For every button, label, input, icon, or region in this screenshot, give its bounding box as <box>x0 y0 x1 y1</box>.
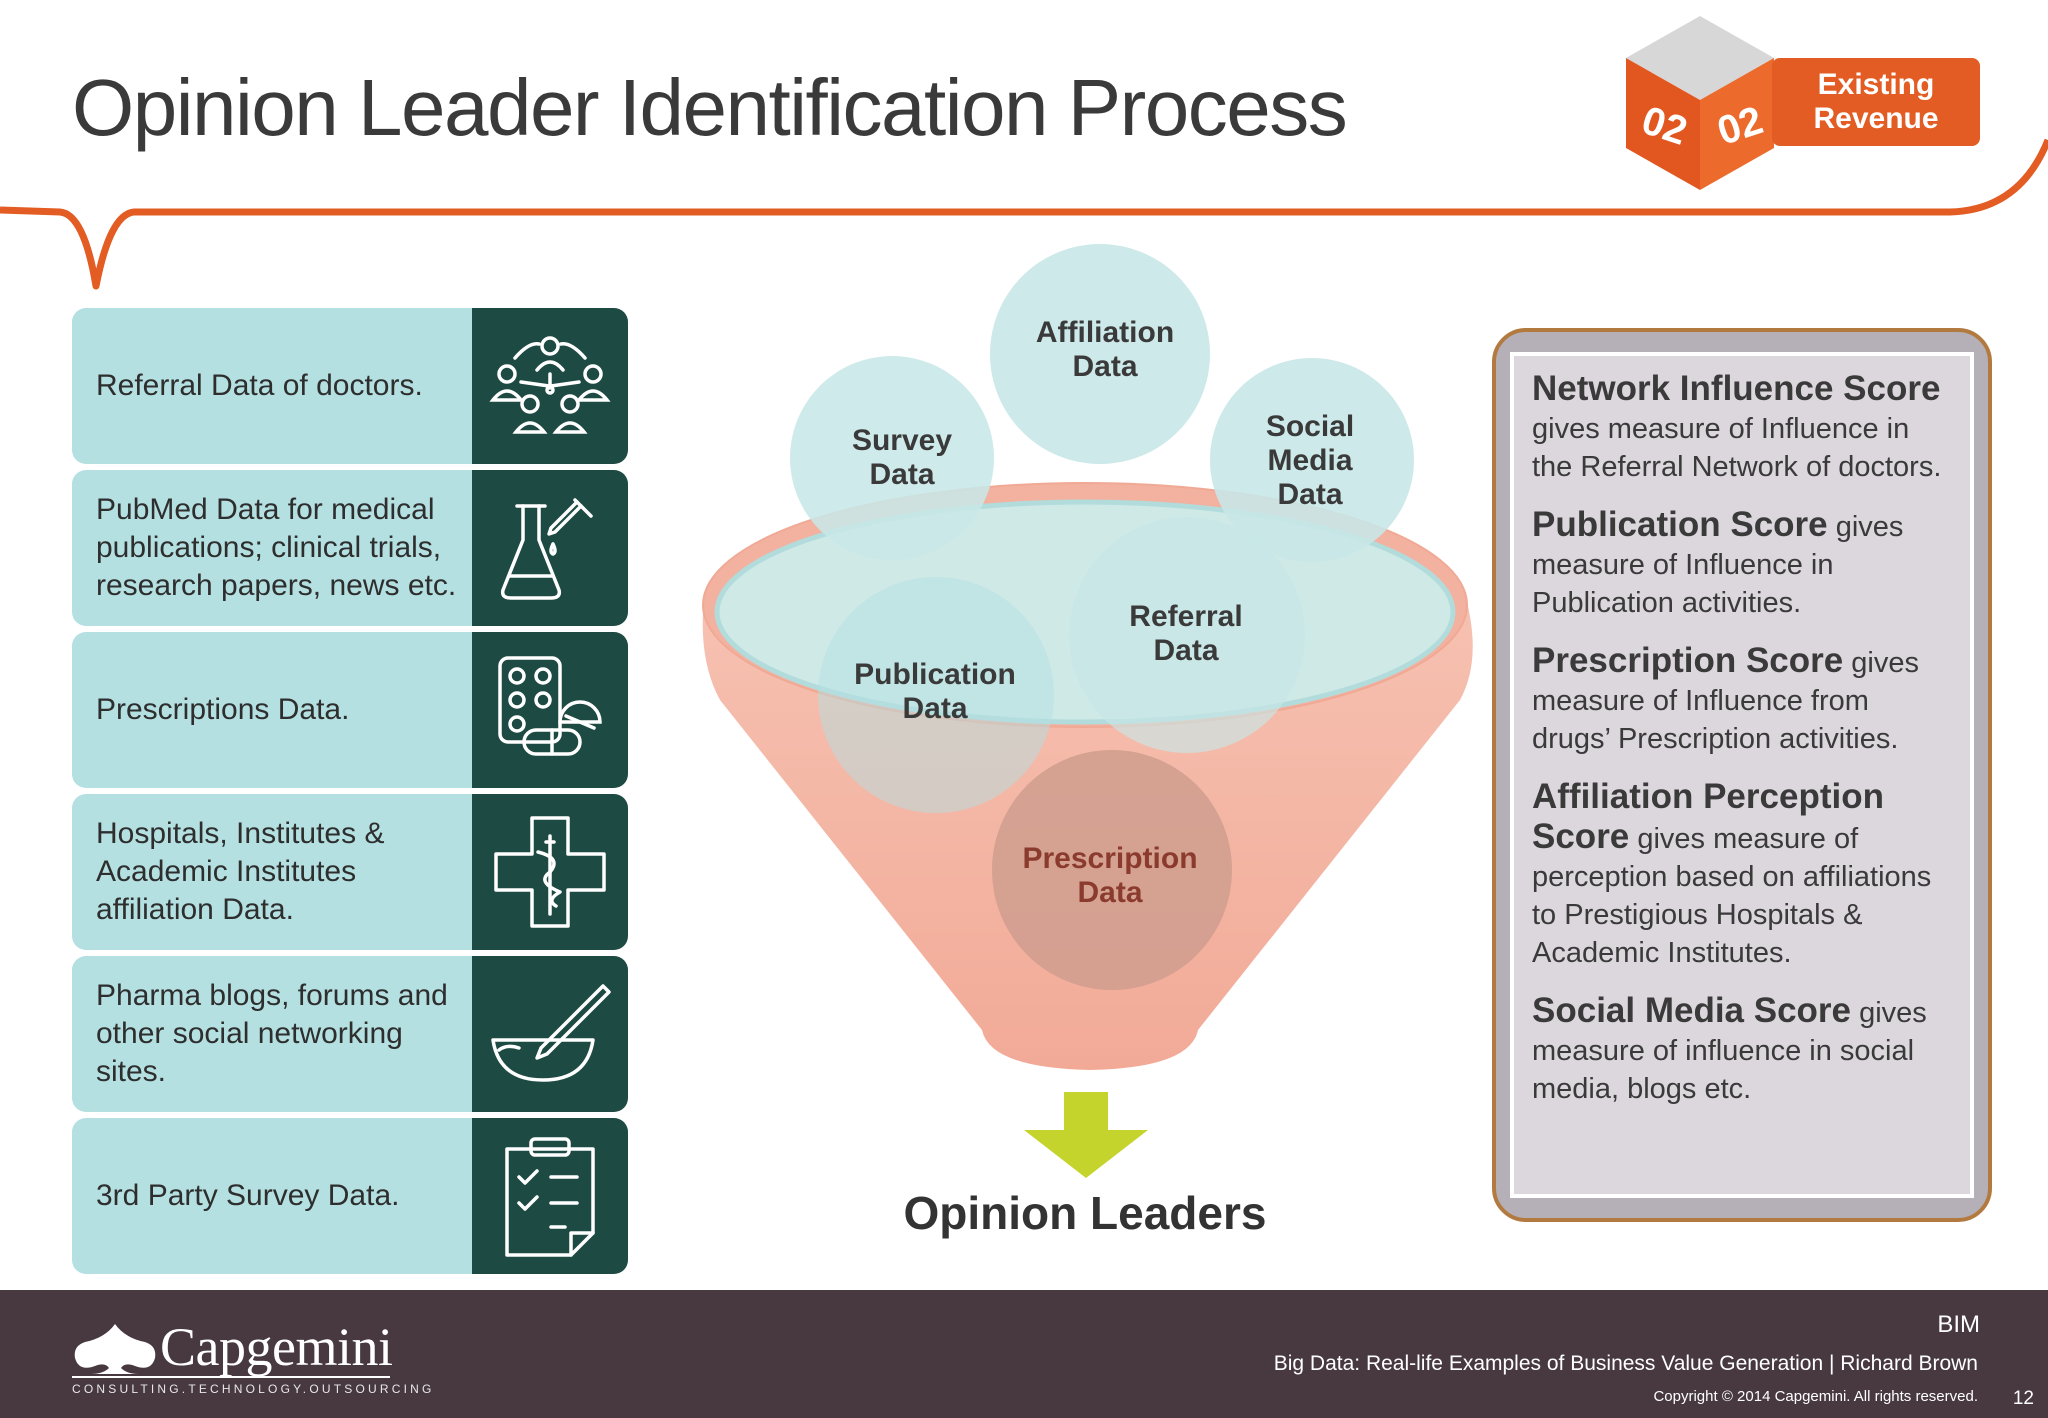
score-publication: Publication Score gives measure of Influ… <box>1532 506 1954 622</box>
data-source-survey: 3rd Party Survey Data. <box>72 1118 628 1274</box>
publication-data-label: Publication Data <box>854 658 1016 725</box>
data-funnel <box>702 244 1473 1070</box>
circle-affiliation <box>990 244 1210 464</box>
logo-tagline: CONSULTING.TECHNOLOGY.OUTSOURCING <box>72 1382 435 1396</box>
score-prescription: Prescription Score gives measure of Infl… <box>1532 642 1954 758</box>
score-name: Affiliation Perception Score <box>1532 777 1884 856</box>
data-source-label: Pharma blogs, forums and other social ne… <box>72 956 472 1112</box>
section-badge: Existing Revenue <box>1772 58 1980 146</box>
data-source-label: 3rd Party Survey Data. <box>72 1118 472 1274</box>
social-media-data-label: Social Media Data <box>1265 410 1355 511</box>
data-source-label: Hospitals, Institutes & Academic Institu… <box>72 794 472 950</box>
page-number: 12 <box>2012 1388 2034 1409</box>
data-source-label: Referral Data of doctors. <box>72 308 472 464</box>
score-social-media: Social Media Score gives measure of infl… <box>1532 992 1954 1108</box>
scores-panel-inner: Network Influence Score gives measure of… <box>1510 352 1974 1198</box>
medical-cross-icon <box>472 794 628 950</box>
data-source-label: Prescriptions Data. <box>72 632 472 788</box>
score-name: Publication Score <box>1532 505 1828 544</box>
score-name: Network Influence Score <box>1532 369 1941 408</box>
badge-line-1: Existing <box>1817 68 1935 101</box>
score-name: Prescription Score <box>1532 641 1844 680</box>
circle-referral <box>1069 517 1305 753</box>
scores-panel: Network Influence Score gives measure of… <box>1492 328 1992 1222</box>
prescription-data-label: Prescription Data <box>1022 842 1198 909</box>
cube-icon <box>1626 16 1774 190</box>
score-desc: gives measure of Influence from drugs’ P… <box>1532 647 1919 755</box>
data-source-prescriptions: Prescriptions Data. <box>72 632 628 788</box>
footer-bar <box>0 1290 2048 1418</box>
score-desc: gives measure of Influence in the Referr… <box>1532 413 1942 483</box>
referral-data-label: Referral Data <box>1129 600 1243 667</box>
circle-publication <box>818 577 1054 813</box>
clipboard-checklist-icon <box>472 1118 628 1274</box>
badge-line-2: Revenue <box>1813 102 1939 135</box>
footer-tag: BIM <box>1937 1311 1980 1338</box>
mortar-pestle-icon <box>472 956 628 1112</box>
survey-data-label: Survey Data <box>851 424 953 491</box>
logo-rule <box>72 1376 390 1378</box>
header-divider <box>0 138 2048 290</box>
presentation-title: Big Data: Real-life Examples of Business… <box>1273 1352 1978 1375</box>
score-desc: gives measure of perception based on aff… <box>1532 823 1932 969</box>
copyright: Copyright © 2014 Capgemini. All rights r… <box>1653 1388 1978 1405</box>
capgemini-logo: Capgemini <box>160 1317 393 1377</box>
data-source-label: PubMed Data for medical publications; cl… <box>72 470 472 626</box>
score-name: Social Media Score <box>1532 991 1852 1030</box>
circle-social <box>1210 358 1414 562</box>
data-source-pubmed: PubMed Data for medical publications; cl… <box>72 470 628 626</box>
data-source-social: Pharma blogs, forums and other social ne… <box>72 956 628 1112</box>
score-affiliation-perception: Affiliation Perception Score gives measu… <box>1532 778 1954 972</box>
page-title: Opinion Leader Identification Process <box>72 63 1348 152</box>
affiliation-data-label: Affiliation Data <box>1035 316 1175 383</box>
down-arrow-icon <box>1024 1092 1148 1178</box>
doctor-network-icon <box>472 308 628 464</box>
data-source-referral: Referral Data of doctors. <box>72 308 628 464</box>
score-network-influence: Network Influence Score gives measure of… <box>1532 370 1954 486</box>
score-desc: gives measure of influence in social med… <box>1532 997 1927 1105</box>
circle-prescription <box>992 750 1232 990</box>
capgemini-spade-icon <box>74 1324 156 1374</box>
data-source-affiliations: Hospitals, Institutes & Academic Institu… <box>72 794 628 950</box>
circle-survey <box>790 356 994 560</box>
score-desc: gives measure of Influence in Publicatio… <box>1532 511 1904 619</box>
pills-icon <box>472 632 628 788</box>
lab-flask-icon <box>472 470 628 626</box>
opinion-leaders-label: Opinion Leaders <box>903 1187 1267 1239</box>
